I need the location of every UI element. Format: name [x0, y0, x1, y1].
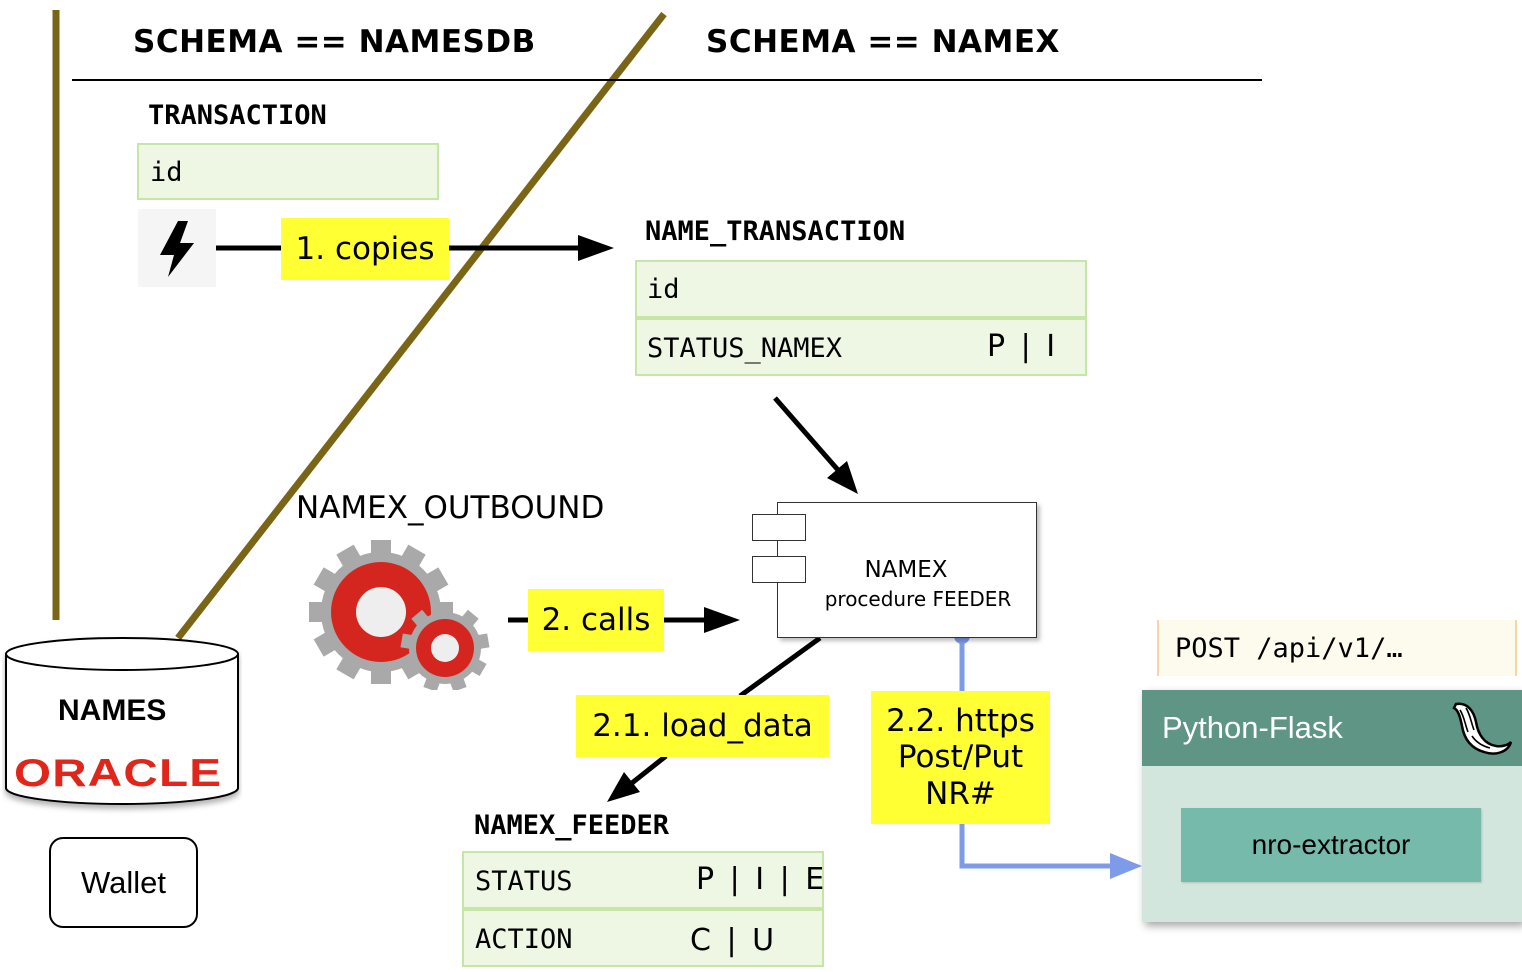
load-data-arrow-tail [738, 635, 822, 699]
component-port-bottom [752, 556, 806, 583]
load-data-arrow-head-line [630, 754, 668, 785]
schema-namesdb-title: SCHEMA == NAMESDB [133, 24, 536, 60]
lightning-bolt-icon [138, 209, 216, 287]
calls-arrowhead [704, 607, 740, 633]
wallet-label: Wallet [81, 864, 166, 900]
namex-outbound-label: NAMEX_OUTBOUND [296, 490, 605, 526]
name-transaction-row-status: STATUS_NAMEX P | I [635, 318, 1087, 376]
calls-label: 2. calls [528, 589, 664, 651]
transaction-field-id: id [150, 157, 183, 188]
https-connector-line-lower [959, 822, 1112, 869]
transaction-table-name: TRANSACTION [148, 100, 327, 131]
copies-arrowhead [578, 235, 614, 261]
nro-extractor-label: nro-extractor [1251, 829, 1411, 860]
https-label-line2: Post/Put [897, 739, 1024, 776]
name-transaction-field-status: STATUS_NAMEX [647, 333, 843, 364]
load-data-arrowhead [607, 772, 640, 802]
copies-label: 1. copies [281, 218, 449, 280]
api-endpoint-box: POST /api/v1/… [1157, 620, 1517, 676]
namex-feeder-field-status: STATUS [475, 866, 573, 897]
namex-feeder-component: NAMEX procedure FEEDER [777, 502, 1037, 638]
schema-namex-title: SCHEMA == NAMEX [706, 24, 1060, 60]
namex-feeder-value-action: C | U [690, 923, 778, 958]
gears-icon [305, 538, 491, 692]
namex-feeder-table-name: NAMEX_FEEDER [474, 810, 670, 841]
wallet-box: Wallet [49, 837, 198, 928]
name-transaction-row-id: id [635, 260, 1087, 318]
transaction-to-feeder-arrow [773, 396, 840, 472]
python-flask-title: Python-Flask [1162, 710, 1343, 745]
namex-feeder-field-action: ACTION [475, 924, 573, 955]
name-transaction-value-status: P | I [987, 329, 1059, 364]
component-port-top [752, 514, 806, 541]
namex-feeder-row-status: STATUS P | I | E [462, 851, 824, 909]
https-label-line3: NR# [925, 775, 996, 812]
namex-feeder-value-status: P | I | E [696, 862, 828, 897]
namex-feeder-row-action: ACTION C | U [462, 909, 824, 967]
https-label: 2.2. https Post/Put NR# [871, 691, 1050, 824]
flask-horn-icon [1448, 698, 1514, 760]
names-database-cylinder [2, 632, 242, 816]
https-arrowhead [1110, 853, 1142, 879]
feeder-component-subtitle: procedure FEEDER [824, 587, 1012, 611]
name-transaction-field-id: id [647, 274, 680, 305]
python-flask-container: Python-Flask nro-extractor [1142, 690, 1522, 922]
api-endpoint-label: POST /api/v1/… [1175, 632, 1403, 664]
name-transaction-table-name: NAME_TRANSACTION [645, 216, 906, 247]
database-name: NAMES [58, 694, 167, 727]
https-label-line1: 2.2. https [886, 702, 1035, 739]
transaction-to-feeder-arrowhead [827, 461, 858, 494]
oracle-logo: ORACLE [14, 752, 223, 795]
nro-extractor-service: nro-extractor [1181, 808, 1481, 882]
schema-divider-diagonal [175, 11, 667, 641]
transaction-row-id: id [137, 143, 439, 200]
feeder-component-title: NAMEX [864, 557, 948, 583]
load-data-label: 2.1. load_data [576, 695, 829, 757]
